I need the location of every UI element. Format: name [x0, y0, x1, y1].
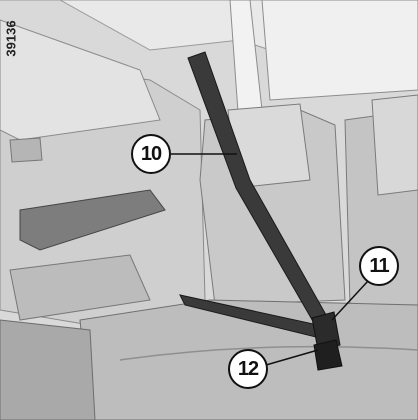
leader-11 — [331, 280, 369, 321]
figure-reference-code: 39136 — [2, 8, 20, 68]
buckle-base — [313, 339, 343, 371]
door-handle — [9, 137, 43, 163]
figure-reference-code-text: 39136 — [3, 19, 19, 57]
door-window-frame — [0, 19, 161, 141]
floor-trim — [0, 319, 96, 420]
armrest — [19, 189, 166, 251]
headrest-right — [371, 94, 418, 196]
callout-11: 11 — [359, 246, 399, 286]
door-pocket — [9, 254, 151, 321]
leader-12 — [265, 349, 319, 366]
rear-window — [261, 0, 418, 101]
cushion-seam — [119, 345, 418, 361]
callout-12: 12 — [228, 349, 268, 389]
callout-10: 10 — [131, 134, 171, 174]
